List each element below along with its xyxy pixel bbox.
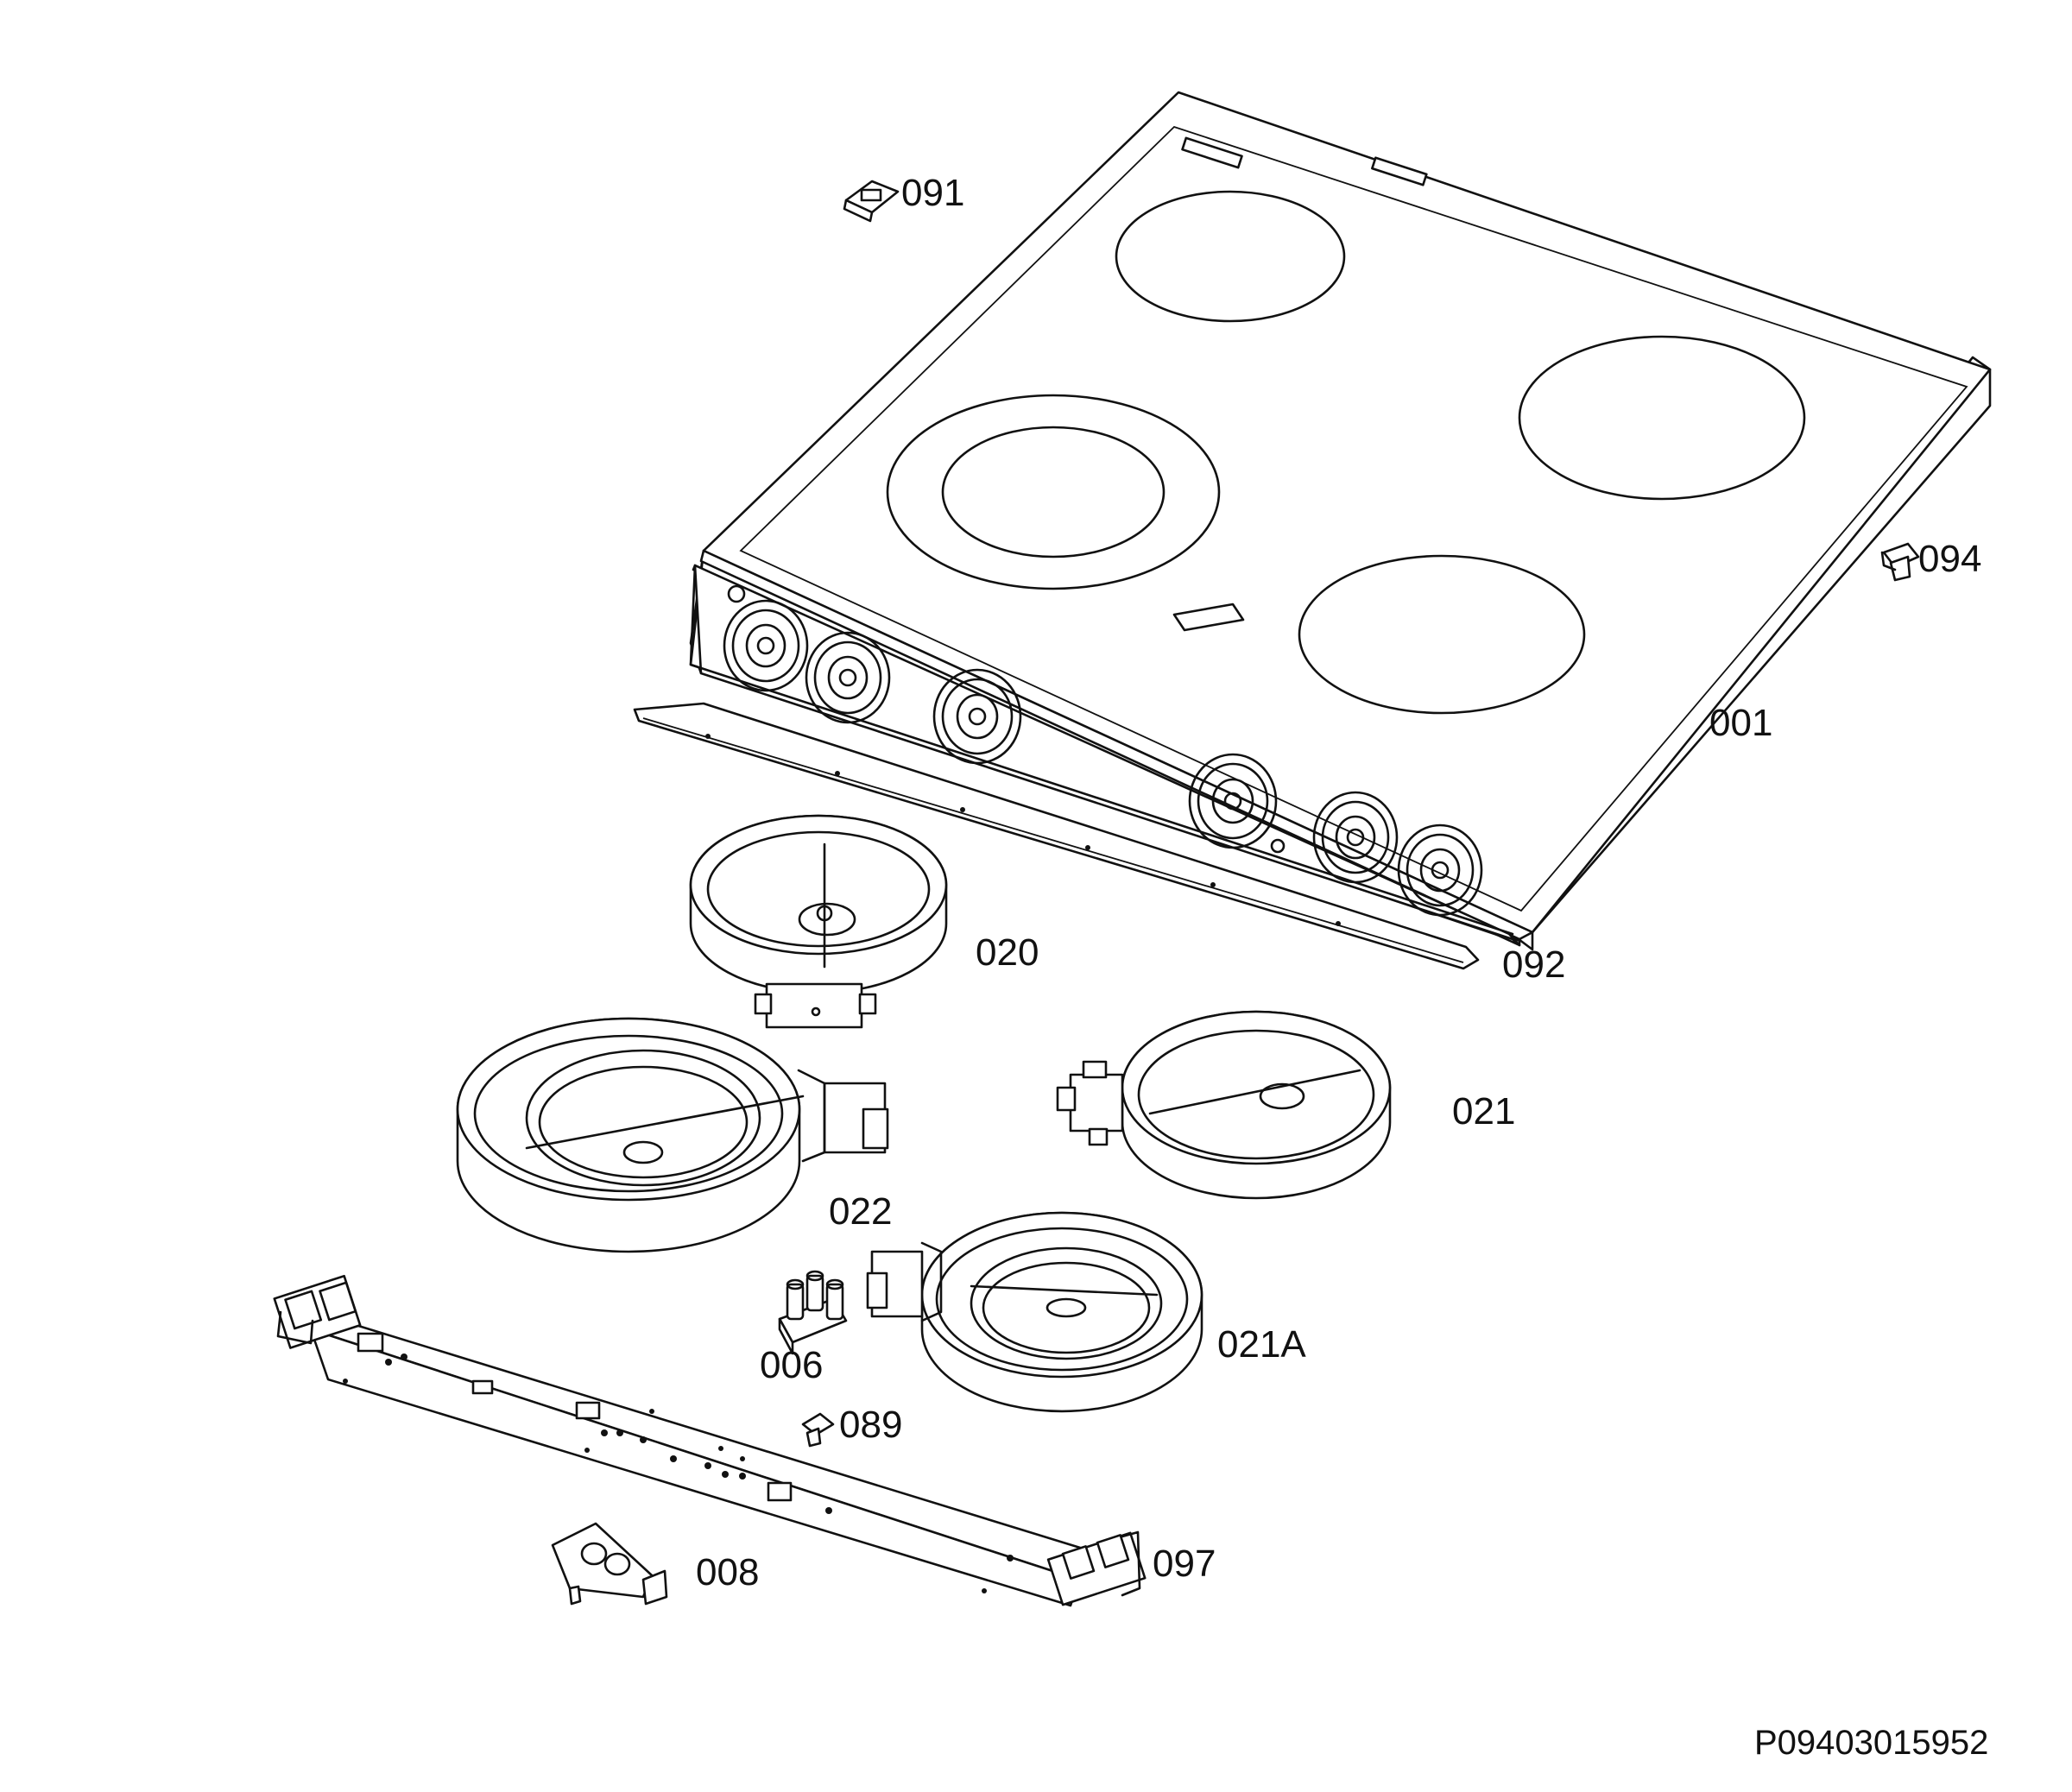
clip-091-icon[interactable] <box>843 180 900 223</box>
heating-element-020-icon[interactable] <box>689 814 948 1029</box>
part-label-021a: 021A <box>1217 1323 1306 1366</box>
part-label-097: 097 <box>1153 1543 1216 1585</box>
part-label-022: 022 <box>829 1190 892 1233</box>
control-knob-icon <box>723 599 809 692</box>
part-label-008: 008 <box>696 1551 759 1593</box>
part-label-001: 001 <box>1709 702 1772 744</box>
part-label-006: 006 <box>760 1344 823 1386</box>
dual-heating-element-022-icon[interactable] <box>456 1017 889 1253</box>
control-knob-icon <box>805 631 891 724</box>
heating-element-021-icon[interactable] <box>1056 1010 1392 1200</box>
terminal-block-006-icon[interactable] <box>778 1270 848 1355</box>
part-label-094: 094 <box>1918 538 1981 580</box>
part-label-089: 089 <box>839 1404 902 1446</box>
part-label-020: 020 <box>976 931 1039 974</box>
cooktop-001-icon[interactable] <box>689 91 1992 951</box>
drawing-code: P09403015952 <box>1754 1724 1988 1762</box>
part-label-092: 092 <box>1502 943 1565 986</box>
part-label-021: 021 <box>1452 1090 1515 1133</box>
control-knob-icon <box>1188 753 1278 849</box>
clip-094-icon[interactable] <box>1880 542 1920 582</box>
control-knob-icon <box>932 668 1022 765</box>
bracket-008-icon[interactable] <box>551 1522 668 1606</box>
dual-heating-element-021a-icon[interactable] <box>866 1211 1203 1413</box>
control-knob-icon <box>1312 791 1399 884</box>
part-label-091: 091 <box>901 172 964 214</box>
mounting-rail-097-icon[interactable] <box>273 1274 1147 1607</box>
trim-strip-092-icon[interactable] <box>633 702 1480 970</box>
clip-089-icon[interactable] <box>801 1412 835 1448</box>
control-knob-icon <box>1397 823 1483 917</box>
